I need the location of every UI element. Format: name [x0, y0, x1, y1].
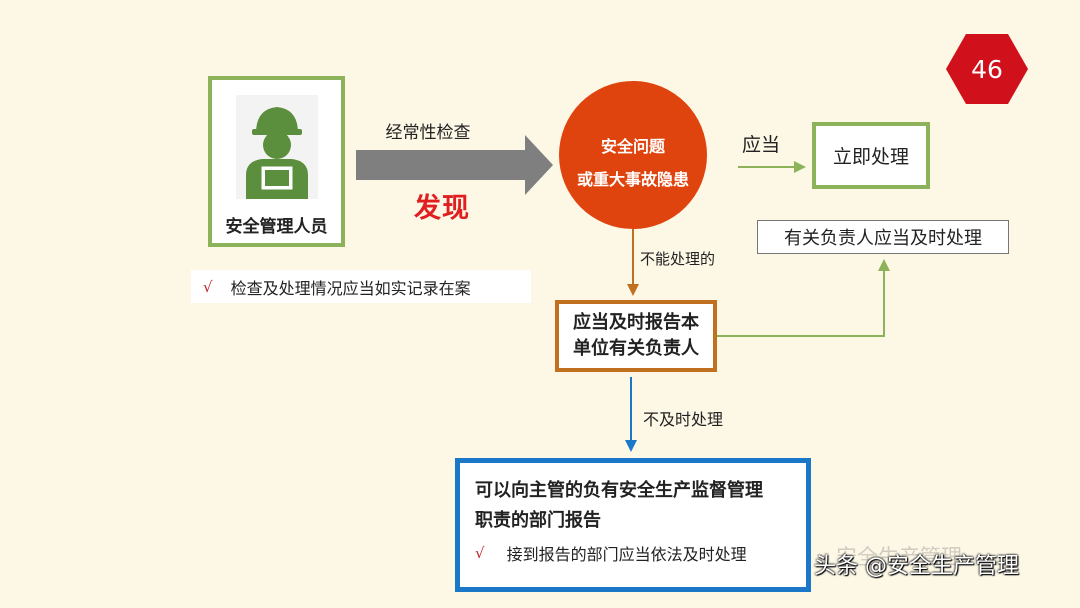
responsible-person-box: 有关负责人应当及时处理 — [757, 220, 1009, 254]
issue-line-1: 安全问题 — [600, 136, 665, 156]
report-line-1: 应当及时报告本 — [573, 312, 699, 333]
discover-label: 发现 — [414, 193, 470, 224]
department-title: 可以向主管的负有安全生产监督管理 职责的部门报告 — [475, 476, 805, 536]
worker-with-helmet-icon — [236, 95, 318, 199]
issue-circle: 安全问题 或重大事故隐患 — [558, 100, 708, 225]
watermark: 头条 @安全生产管理 — [814, 554, 1019, 579]
issue-circle-shape — [559, 81, 707, 229]
page-number-badge — [946, 34, 1028, 104]
check-note-text: 检查及处理情况应当如实记录在案 — [230, 278, 471, 298]
page-number: 46 — [971, 54, 1003, 84]
department-title-line-2: 职责的部门报告 — [475, 510, 601, 531]
inspection-arrow — [356, 135, 553, 195]
inspection-label: 经常性检查 — [385, 123, 471, 143]
arrow-head-down-icon — [627, 284, 639, 296]
manager-label: 安全管理人员 — [225, 217, 328, 237]
department-note-text: 接到报告的部门应当依法及时处理 — [506, 545, 747, 564]
issue-line-2: 或重大事故隐患 — [576, 169, 689, 189]
should-label: 应当 — [742, 134, 781, 156]
watermark-ghost: 安全生产管理 — [836, 545, 962, 569]
check-mark-icon: √ — [203, 277, 213, 296]
department-title-line-1: 可以向主管的负有安全生产监督管理 — [475, 480, 763, 501]
cannot-handle-label: 不能处理的 — [640, 250, 716, 268]
department-note: √ 接到报告的部门应当依法及时处理 — [475, 541, 747, 565]
immediate-handling-box: 立即处理 — [812, 122, 930, 189]
arrow-head-right-icon — [794, 161, 806, 173]
check-mark-icon: √ — [475, 544, 485, 562]
report-box: 应当及时报告本 单位有关负责人 — [555, 300, 717, 372]
check-note: √ 检查及处理情况应当如实记录在案 — [191, 270, 531, 303]
arrow-head-down-blue-icon — [625, 440, 637, 452]
arrow-head-up-icon — [878, 259, 890, 271]
not-timely-label: 不及时处理 — [643, 410, 724, 429]
department-box — [455, 458, 811, 592]
report-line-2: 单位有关负责人 — [573, 338, 699, 359]
